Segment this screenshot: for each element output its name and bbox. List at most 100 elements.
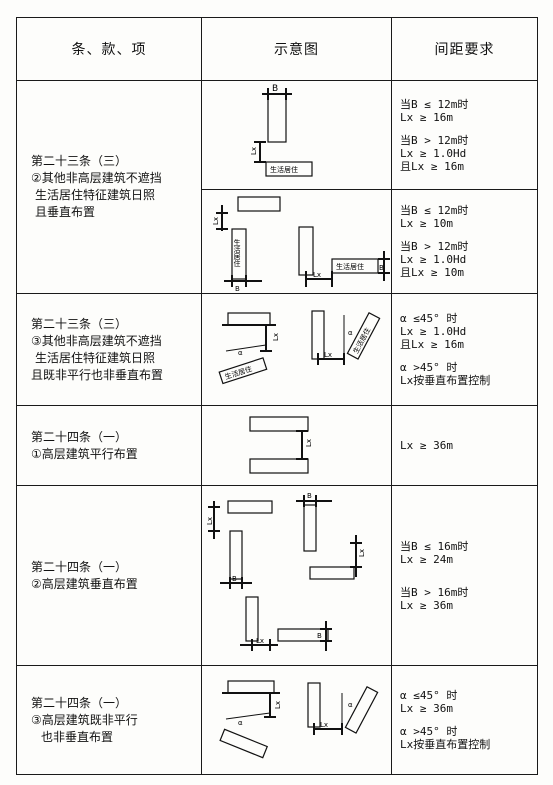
- label-lx: Lx: [358, 548, 366, 556]
- clause-cell: 第二十四条（一） ②高层建筑垂直布置: [16, 485, 202, 666]
- requirement-line: 当B > 16m时: [400, 585, 469, 599]
- requirement-line: Lx按垂直布置控制: [400, 738, 491, 751]
- label-living: 生活居住: [336, 262, 364, 271]
- requirement-line: Lx ≥ 36m: [400, 598, 453, 612]
- label-lx: Lx: [313, 271, 321, 279]
- header-diagram: 示意图: [201, 17, 392, 81]
- requirement-line: [400, 230, 537, 240]
- clause-line: 第二十四条（一）: [31, 559, 128, 574]
- clause-line: 第二十四条（一）: [31, 695, 128, 710]
- clause-line: ③高层建筑既非平行: [31, 712, 138, 727]
- clause-cell: 第二十三条（三） ②其他非高层建筑不遮挡 生活居住特征建筑日照 且垂直布置: [16, 80, 202, 294]
- requirement-line: [400, 124, 537, 134]
- label-living: 生活居住: [270, 165, 298, 174]
- requirement-cell: 当B ≤ 12m时 Lx ≥ 16m 当B > 12m时 Lx ≥ 1.0Hd …: [391, 80, 538, 190]
- label-b: B: [272, 84, 278, 94]
- clause-line: 且垂直布置: [35, 205, 96, 219]
- clause-line: ③其他非高层建筑不遮挡: [31, 333, 162, 348]
- clause-cell: 第二十四条（一） ①高层建筑平行布置: [16, 405, 202, 486]
- diagram-cell: B Lx 生活居住: [201, 80, 392, 190]
- label-lx: Lx: [320, 721, 328, 729]
- requirement-line: α >45° 时: [400, 361, 458, 374]
- diagram-cell: Lx: [201, 405, 392, 486]
- label-b: B: [379, 264, 384, 272]
- requirement-line: 当B > 12m时: [400, 133, 469, 147]
- requirement-line: Lx ≥ 24m: [400, 552, 453, 566]
- requirement-line: [400, 351, 537, 361]
- requirement-line: [400, 715, 537, 725]
- label-lx: Lx: [324, 351, 332, 359]
- diagram-perpendicular-low-a: B Lx 生活居住: [250, 84, 313, 177]
- clause-line: 生活居住特征建筑日照: [35, 350, 156, 365]
- spacing-requirements-table: 条、款、项 示意图 间距要求 第二十三条（三） ②其他非高层建筑不遮挡 生活居住…: [16, 17, 538, 775]
- requirement-line: Lx ≥ 36m: [400, 439, 453, 452]
- label-lx: Lx: [212, 216, 220, 224]
- requirement-line: 当B > 12m时: [400, 240, 469, 253]
- requirement-cell: 当B ≤ 12m时 Lx ≥ 10m 当B > 12m时 Lx ≥ 1.0Hd …: [391, 189, 538, 294]
- requirement-line: 当B ≤ 12m时: [400, 97, 469, 111]
- requirement-line: Lx ≥ 10m: [400, 217, 453, 230]
- clause-line: 也非垂直布置: [41, 729, 114, 744]
- label-lx: Lx: [206, 516, 214, 524]
- diagram-cell: Lx 生活居住 B Lx 生活居住 B: [201, 189, 392, 294]
- diagram-oblique-high: Lx α Lx α: [219, 679, 379, 758]
- diagram-perpendicular-high: Lx B B Lx Lx: [206, 492, 366, 651]
- table-row: 第二十三条（三） ②其他非高层建筑不遮挡 生活居住特征建筑日照 且垂直布置 B …: [16, 80, 538, 294]
- label-lx: Lx: [256, 637, 264, 645]
- label-alpha: α: [238, 349, 243, 357]
- clause-cell: 第二十三条（三） ③其他非高层建筑不遮挡 生活居住特征建筑日照 且既非平行也非垂…: [16, 293, 202, 406]
- clause-cell: 第二十四条（一） ③高层建筑既非平行 也非垂直布置: [16, 665, 202, 775]
- label-lx: Lx: [305, 438, 313, 446]
- requirement-line: Lx ≥ 36m: [400, 702, 453, 715]
- clause-line: ①高层建筑平行布置: [31, 446, 138, 461]
- requirement-line: 且Lx ≥ 16m: [400, 338, 464, 351]
- requirement-line: 当B ≤ 12m时: [400, 204, 469, 217]
- clause-line: 且既非平行也非垂直布置: [31, 367, 164, 382]
- requirement-line: α ≤45° 时: [400, 312, 458, 325]
- requirement-line: Lx按垂直布置控制: [400, 374, 491, 387]
- label-b: B: [232, 575, 237, 583]
- diagram-cell: Lx α Lx α: [201, 665, 392, 775]
- diagram-perpendicular-low-b: Lx 生活居住 B Lx 生活居住 B: [212, 195, 390, 293]
- header-clause: 条、款、项: [16, 17, 202, 81]
- header-requirement: 间距要求: [391, 17, 538, 81]
- label-lx: Lx: [272, 332, 280, 340]
- requirement-line: [400, 576, 537, 586]
- diagram-cell: Lx B B Lx Lx: [201, 485, 392, 666]
- clause-line: 第二十四条（一）: [31, 429, 128, 444]
- diagram-oblique-low: Lx α 生活居住 Lx α 生活居住: [218, 309, 381, 384]
- label-alpha: α: [348, 701, 353, 709]
- diagram-parallel-high: Lx: [249, 415, 313, 474]
- requirement-line: 当B ≤ 16m时: [400, 539, 469, 553]
- requirement-line: 且Lx ≥ 10m: [400, 266, 464, 279]
- table-header-row: 条、款、项 示意图 间距要求: [16, 17, 538, 81]
- table-row: 第二十四条（一） ③高层建筑既非平行 也非垂直布置 Lx α Lx: [16, 665, 538, 775]
- requirement-line: 且Lx ≥ 16m: [400, 159, 464, 173]
- clause-line: 生活居住特征建筑日照: [35, 188, 156, 202]
- table-row: Lx 生活居住 B Lx 生活居住 B: [17, 189, 538, 294]
- requirement-cell: 当B ≤ 16m时 Lx ≥ 24m 当B > 16m时 Lx ≥ 36m: [391, 485, 538, 666]
- label-b: B: [235, 285, 240, 293]
- requirement-cell: α ≤45° 时 Lx ≥ 1.0Hd 且Lx ≥ 16m α >45° 时 L…: [391, 293, 538, 406]
- requirement-line: [400, 566, 537, 576]
- requirement-cell: α ≤45° 时 Lx ≥ 36m α >45° 时 Lx按垂直布置控制: [391, 665, 538, 775]
- requirement-cell: Lx ≥ 36m: [391, 405, 538, 486]
- label-b: B: [317, 632, 322, 640]
- label-lx: Lx: [250, 146, 258, 154]
- requirement-line: Lx ≥ 1.0Hd: [400, 146, 467, 160]
- requirement-line: α ≤45° 时: [400, 689, 458, 702]
- label-b: B: [307, 492, 312, 500]
- clause-line: 第二十三条（三）: [31, 154, 128, 168]
- clause-line: ②其他非高层建筑不遮挡: [31, 171, 162, 185]
- requirement-line: Lx ≥ 16m: [400, 110, 453, 124]
- table-row: 第二十四条（一） ①高层建筑平行布置 Lx Lx ≥ 36m: [16, 405, 538, 486]
- table-row: 第二十四条（一） ②高层建筑垂直布置 Lx B B: [16, 485, 538, 666]
- label-alpha: α: [348, 329, 353, 337]
- label-living: 生活居住: [233, 238, 241, 267]
- diagram-cell: Lx α 生活居住 Lx α 生活居住: [201, 293, 392, 406]
- table-row: 第二十三条（三） ③其他非高层建筑不遮挡 生活居住特征建筑日照 且既非平行也非垂…: [16, 293, 538, 406]
- clause-line: 第二十三条（三）: [31, 316, 128, 331]
- clause-line: ②高层建筑垂直布置: [31, 576, 138, 591]
- label-alpha: α: [238, 719, 243, 727]
